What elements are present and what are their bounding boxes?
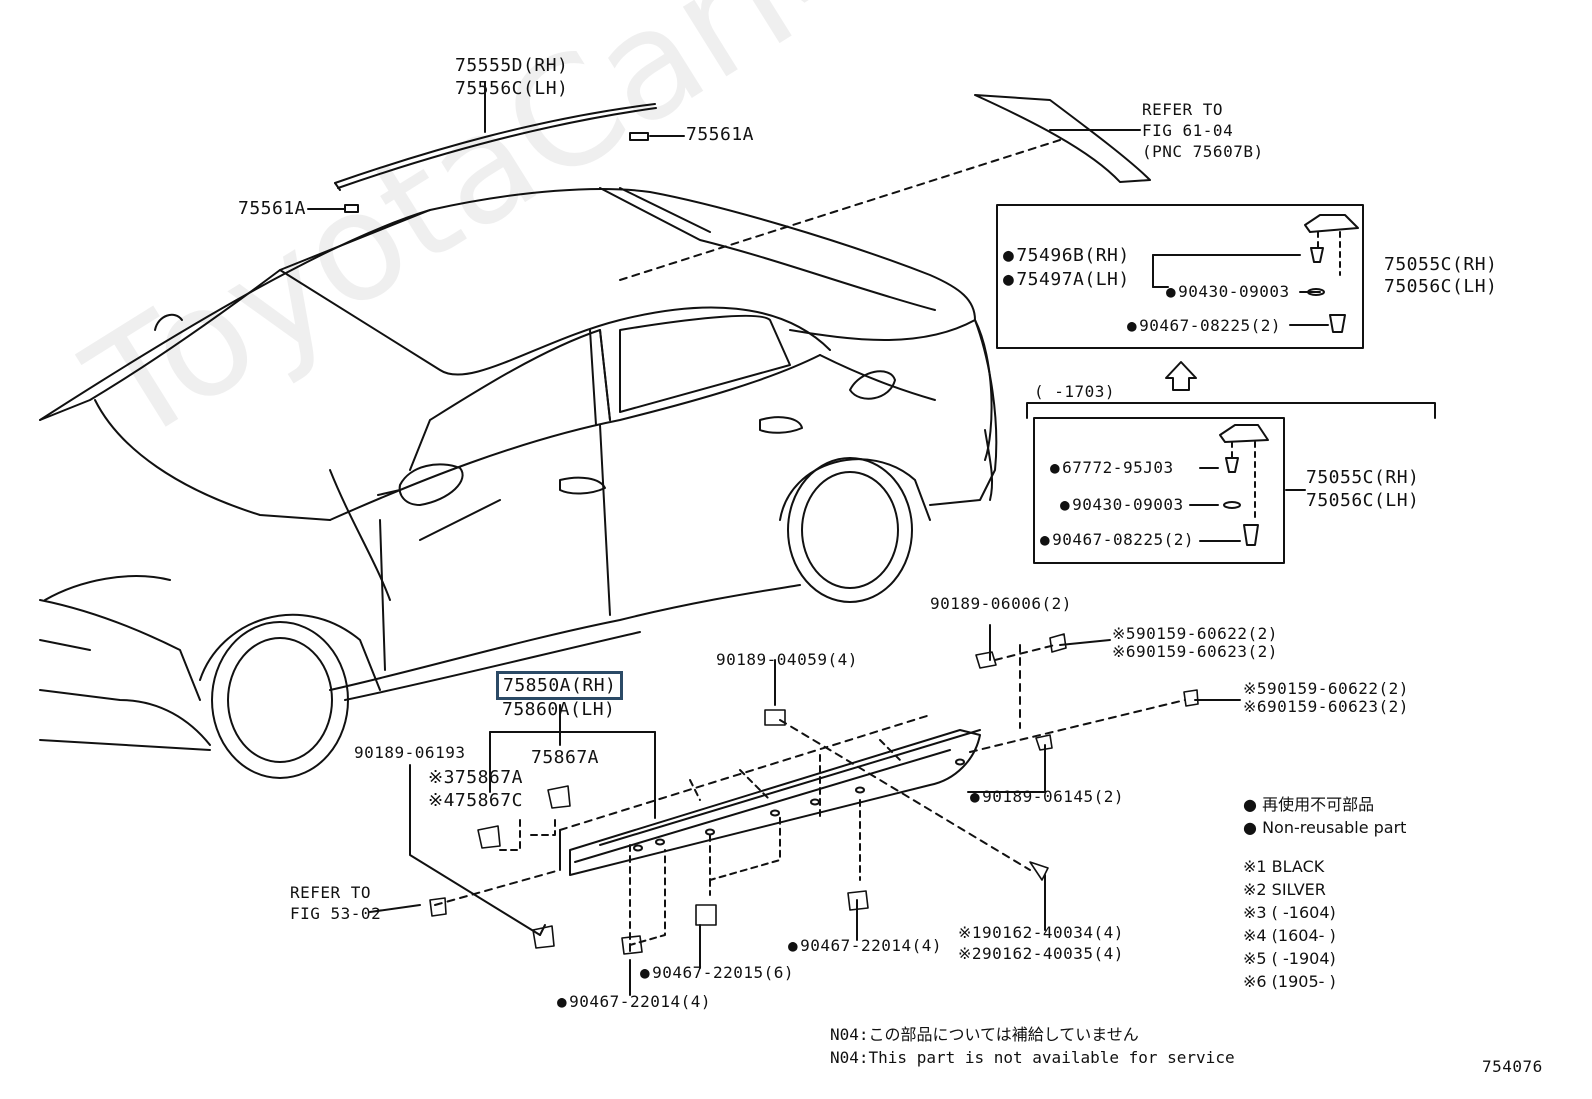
label-90159-60623-a[interactable]: ※690159-60623(2) — [1112, 642, 1278, 661]
legend-item: ※5 ( -1904) — [1243, 949, 1336, 968]
refer-left-line1: REFER TO — [290, 883, 372, 902]
upper-detail-box — [996, 204, 1364, 349]
label-clip-right[interactable]: 75561A — [686, 124, 755, 145]
label-75497a[interactable]: 75497A(LH) — [1003, 270, 1130, 290]
label-upper-90430[interactable]: 90430-09003 — [1166, 283, 1290, 301]
label-90467-22014-b[interactable]: 90467-22014(4) — [557, 993, 711, 1011]
refer-top-line2[interactable]: FIG 61-04 — [1142, 121, 1234, 140]
legend: ● 再使用不可部品 ● Non-reusable part ※1 BLACK ※… — [1243, 793, 1406, 993]
label-upper-box-rh[interactable]: 75055C(RH) — [1384, 254, 1498, 275]
range-label: ( -1703) — [1034, 382, 1116, 401]
rocker-moulding-part — [369, 624, 1241, 996]
legend-nonreusable-jp: ● 再使用不可部品 — [1243, 795, 1375, 814]
label-lower-90467[interactable]: 90467-08225(2) — [1040, 531, 1194, 549]
label-90162-40035[interactable]: ※290162-40035(4) — [958, 944, 1124, 963]
label-75496b[interactable]: 75496B(RH) — [1003, 246, 1130, 266]
label-clip-left[interactable]: 75561A — [238, 198, 307, 219]
label-lower-box-rh[interactable]: 75055C(RH) — [1306, 467, 1420, 488]
lower-detail-box — [1033, 417, 1306, 564]
range-bracket — [1026, 402, 1436, 419]
label-90189-06145[interactable]: 90189-06145(2) — [970, 788, 1124, 806]
label-roof-moulding-lh[interactable]: 75556C(LH) — [455, 78, 569, 99]
rear-spoiler-part — [619, 94, 1151, 281]
figure-number: 754076 — [1482, 1057, 1543, 1076]
roof-moulding-part — [307, 81, 685, 213]
refer-left-line2[interactable]: FIG 53-02 — [290, 904, 382, 923]
label-90189-04059[interactable]: 90189-04059(4) — [716, 650, 858, 669]
label-67772[interactable]: 67772-95J03 — [1050, 459, 1174, 477]
legend-item: ※1 BLACK — [1243, 857, 1325, 876]
legend-item: ※3 ( -1604) — [1243, 903, 1336, 922]
bullet-icon: ● — [1243, 795, 1257, 814]
label-90467-22014-a[interactable]: 90467-22014(4) — [788, 937, 942, 955]
fastener-glyphs — [429, 633, 1199, 955]
note-en: N04:This part is not available for servi… — [830, 1048, 1235, 1067]
car-body-outline — [39, 187, 998, 779]
label-75867a-3[interactable]: ※375867A — [428, 767, 523, 788]
label-90159-60622-a[interactable]: ※590159-60622(2) — [1112, 624, 1278, 643]
refer-top-line3: (PNC 75607B) — [1142, 142, 1264, 161]
legend-item: ※4 (1604- ) — [1243, 926, 1336, 945]
legend-item: ※2 SILVER — [1243, 880, 1326, 899]
legend-item: ※6 (1905- ) — [1243, 972, 1336, 991]
label-90159-60622-b[interactable]: ※590159-60622(2) — [1243, 679, 1409, 698]
label-upper-90467[interactable]: 90467-08225(2) — [1127, 317, 1281, 335]
up-arrow-shape — [1165, 361, 1197, 391]
label-lower-90430[interactable]: 90430-09003 — [1060, 496, 1184, 514]
note-jp: N04:この部品については補給していません — [830, 1025, 1139, 1044]
label-rocker-lh[interactable]: 75860A(LH) — [502, 699, 616, 720]
bullet-icon: ● — [1243, 818, 1257, 837]
label-rocker-rh-highlight[interactable]: 75850A(RH) — [496, 671, 624, 700]
label-lower-box-lh[interactable]: 75056C(LH) — [1306, 490, 1420, 511]
label-90189-06006[interactable]: 90189-06006(2) — [930, 594, 1072, 613]
label-upper-box-lh[interactable]: 75056C(LH) — [1384, 276, 1498, 297]
label-90162-40034[interactable]: ※190162-40034(4) — [958, 923, 1124, 942]
label-90189-06193[interactable]: 90189-06193 — [354, 743, 466, 762]
refer-top-line1: REFER TO — [1142, 100, 1224, 119]
label-roof-moulding-rh[interactable]: 75555D(RH) — [455, 55, 569, 76]
legend-nonreusable-en: ● Non-reusable part — [1243, 818, 1407, 837]
label-75867c-4[interactable]: ※475867C — [428, 790, 523, 811]
label-rocker-rh: 75850A(RH) — [496, 671, 624, 700]
label-90159-60623-b[interactable]: ※690159-60623(2) — [1243, 697, 1409, 716]
label-75867a[interactable]: 75867A — [531, 747, 600, 768]
label-90467-22015[interactable]: 90467-22015(6) — [640, 964, 794, 982]
